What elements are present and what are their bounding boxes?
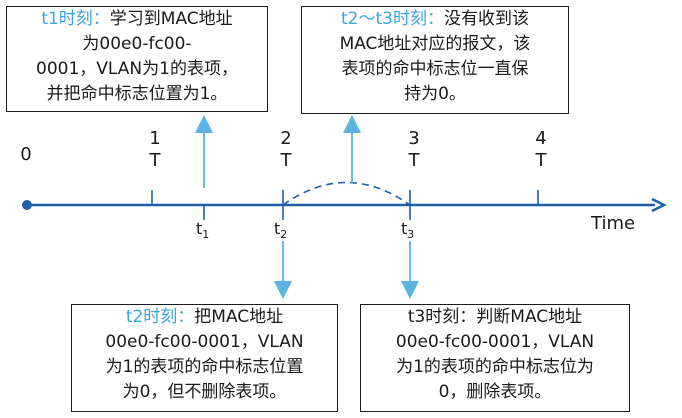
time-axis-label: Time [591, 213, 636, 234]
time-point-t2: t2 [274, 219, 288, 242]
note-line: t3时刻：判断MAC地址 [407, 307, 583, 327]
note-box-t2-t3: t2～t3时刻：没有收到该 MAC地址对应的报文，该 表项的命中标志位一直保 持… [301, 6, 569, 114]
note-line: MAC地址对应的报文，该 [339, 34, 531, 54]
note-line: 为00e0-fc00- [82, 34, 192, 54]
note-line: 00e0-fc00-0001，VLAN [105, 332, 304, 352]
note-line: 并把命中标志位置为1。 [46, 84, 228, 104]
note-line: t2时刻：把MAC地址 [125, 307, 284, 327]
note-line: t1时刻：学习到MAC地址 [41, 9, 233, 29]
note-box-t3: t3时刻：判断MAC地址 00e0-fc00-0001，VLAN 为1的表项的命… [360, 304, 630, 412]
time-axis-arrowhead [651, 197, 667, 213]
origin-dot [22, 200, 32, 210]
note-box-t1: t1时刻：学习到MAC地址 为00e0-fc00- 0001，VLAN为1的表项… [6, 6, 268, 112]
note-line: 为0，但不删除表项。 [122, 382, 287, 402]
dashed-arc-t2-t3 [282, 181, 411, 206]
note-box-t2: t2时刻：把MAC地址 00e0-fc00-0001，VLAN 为1的表项的命中… [71, 304, 338, 412]
note-line: 表项的命中标志位一直保 [341, 59, 529, 79]
origin-label: 0 [20, 144, 32, 165]
note-line: 为1的表项的命中标志位为 [396, 357, 594, 377]
note-line: t2～t3时刻：没有收到该 [341, 9, 529, 29]
time-point-t1: t1 [196, 219, 210, 242]
note-line: 0，删除表项。 [438, 382, 552, 402]
time-point-t3: t3 [401, 219, 415, 242]
note-line: 00e0-fc00-0001，VLAN [395, 332, 595, 352]
note-line: 为1的表项的命中标志位置 [105, 357, 304, 377]
note-line: 0001，VLAN为1的表项， [36, 59, 238, 79]
note-line: 持为0。 [404, 84, 466, 104]
